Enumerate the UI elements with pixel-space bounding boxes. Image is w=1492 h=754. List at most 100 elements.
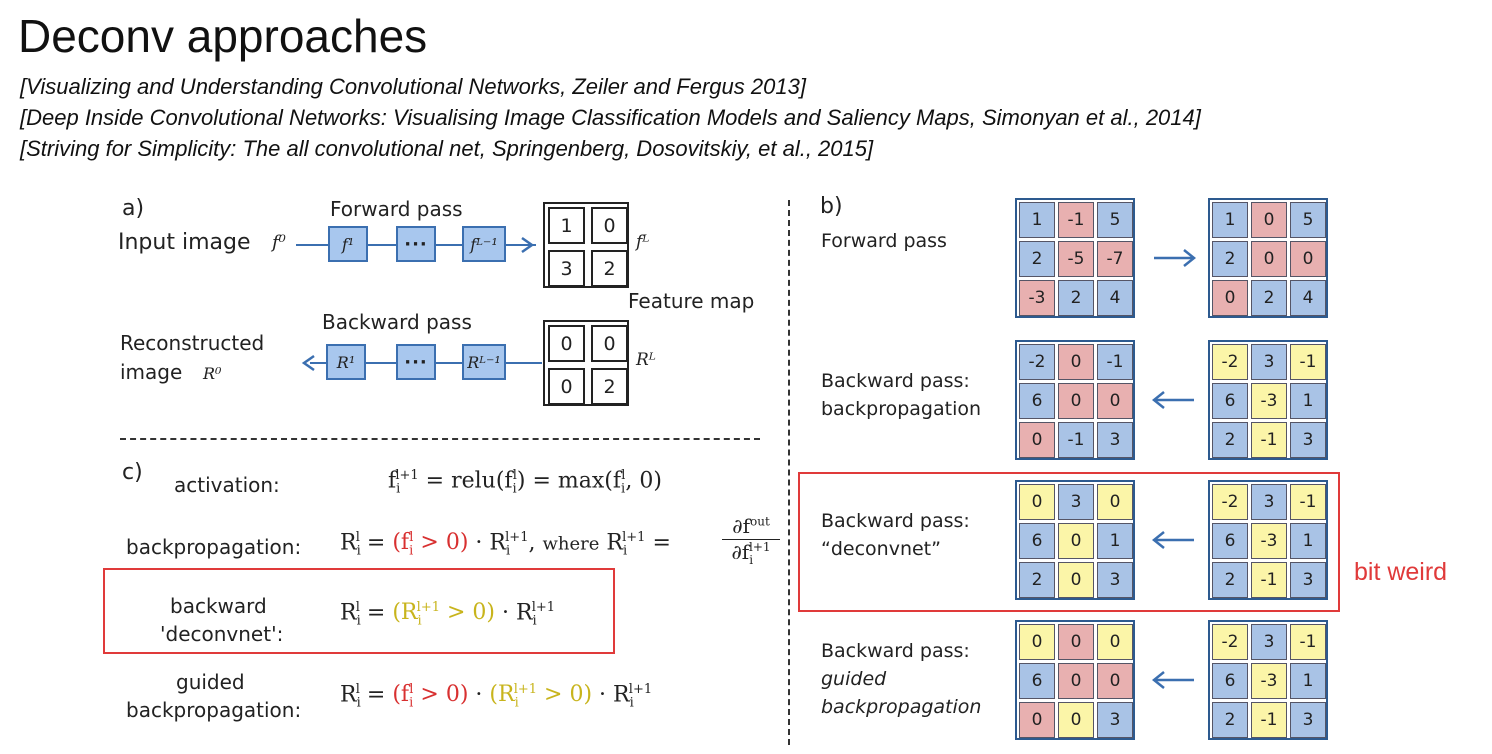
grid-cell: -3: [1251, 383, 1287, 419]
grid-cell: -1: [1251, 702, 1287, 738]
grid-cell: -7: [1097, 241, 1133, 277]
row-2-label-1: Backward pass:: [821, 370, 970, 392]
grid-cell: 3: [1251, 344, 1287, 380]
reference-3: [Striving for Simplicity: The all convol…: [20, 136, 874, 161]
grid-cell: 4: [1097, 280, 1133, 316]
grid-cell: 0: [548, 368, 585, 405]
grid-cell: 3: [1290, 562, 1326, 598]
grid-cell: 1: [1290, 383, 1326, 419]
grid-cell: 0: [548, 325, 585, 362]
grid-cell: 5: [1290, 202, 1326, 238]
grid-cell: 3: [1097, 562, 1133, 598]
arrow-left-icon: [1151, 531, 1194, 549]
row-4-label-1: Backward pass:: [821, 640, 970, 662]
deconvnet-highlight-box: [103, 568, 615, 654]
grid-cell: 5: [1097, 202, 1133, 238]
grid-cell: 6: [1019, 383, 1055, 419]
backward-feature-grid: 0 0 0 2: [543, 320, 629, 406]
grid-cell: -1: [1251, 562, 1287, 598]
grid-cell: 2: [1212, 241, 1248, 277]
guided-label-2: backpropagation:: [126, 698, 302, 722]
grid-cell: 0: [1019, 702, 1055, 738]
grid-cell: -1: [1290, 344, 1326, 380]
forward-layer-last: fᴸ⁻¹: [462, 226, 506, 262]
grid-cell: 3: [548, 250, 585, 287]
backward-layer-dots: ···: [396, 344, 436, 380]
grid-cell: -3: [1251, 663, 1287, 699]
grid-cell: 2: [1019, 241, 1055, 277]
grid-cell: 6: [1212, 383, 1248, 419]
forward-arrowhead-icon: [521, 236, 535, 254]
forward-pass-label: Forward pass: [330, 197, 463, 221]
grid-cell: 3: [1097, 702, 1133, 738]
row-3-label-1: Backward pass:: [821, 510, 970, 532]
grid-cell: 2: [1019, 562, 1055, 598]
grid-cell: -3: [1019, 280, 1055, 316]
grid-cell: -5: [1058, 241, 1094, 277]
grid-cell: -1: [1251, 422, 1287, 458]
grid-cell: -1: [1058, 422, 1094, 458]
grid-cell: -1: [1058, 202, 1094, 238]
grid-cell: -1: [1097, 344, 1133, 380]
grid-cell: 3: [1251, 624, 1287, 660]
deconvnet-label-2: 'deconvnet':: [160, 622, 284, 646]
backward-layer-last: Rᴸ⁻¹: [462, 344, 506, 380]
horizontal-divider: [120, 438, 760, 440]
guided-formula: Ril = (fil > 0) · (Ril+1 > 0) · Ril+1: [340, 682, 653, 711]
grid-cell: 2: [1212, 422, 1248, 458]
forward-layer-1: f¹: [328, 226, 368, 262]
grid-cell: -2: [1212, 344, 1248, 380]
deconvnet-label-1: backward: [170, 594, 267, 618]
panel-c-label: c): [122, 460, 143, 485]
deconvnet-row-highlight-box: [798, 472, 1340, 612]
row-1-label-1: Forward pass: [821, 230, 947, 252]
reconstructed-label: Reconstructed: [120, 331, 265, 355]
grid-cell: 6: [1019, 523, 1055, 559]
grid-cell: 6: [1019, 663, 1055, 699]
grid-cell: 0: [1058, 344, 1094, 380]
grid-cell: 1: [1097, 523, 1133, 559]
grid-cell: -2: [1212, 484, 1248, 520]
grid-cell: 0: [1097, 484, 1133, 520]
vertical-divider: [788, 200, 790, 745]
image-label: image: [120, 360, 183, 384]
grid-cell: 2: [591, 368, 628, 405]
panel-a-label: a): [122, 196, 145, 221]
grid-cell: 0: [1019, 484, 1055, 520]
grid-cell: 3: [1097, 422, 1133, 458]
activation-label: activation:: [174, 473, 280, 497]
grid-cell: 1: [1290, 663, 1326, 699]
output-symbol: fᴸ: [636, 232, 650, 252]
grid-cell: 0: [1251, 202, 1287, 238]
page-title: Deconv approaches: [18, 10, 428, 62]
grid-cell: 0: [1058, 523, 1094, 559]
deconvnet-formula: Ril = (Ril+1 > 0) · Ril+1: [340, 600, 556, 629]
grid-cell: -2: [1212, 624, 1248, 660]
partial-fraction: ∂fout ∂fil+1: [722, 514, 780, 567]
grid-cell: 3: [1290, 702, 1326, 738]
grid-cell: 2: [1251, 280, 1287, 316]
feature-map-label: Feature map: [628, 289, 755, 313]
grid-cell: -2: [1019, 344, 1055, 380]
grid-cell: 1: [548, 207, 585, 244]
grid-cell: 0: [1058, 383, 1094, 419]
backward-pass-label: Backward pass: [322, 310, 472, 334]
row-4-label-3: backpropagation: [821, 696, 982, 718]
r-output-symbol: Rᴸ: [636, 350, 656, 370]
grid-cell: 1: [1212, 202, 1248, 238]
grid-cell: 0: [591, 325, 628, 362]
grid-cell: -1: [1290, 624, 1326, 660]
grid-cell: 2: [1058, 280, 1094, 316]
grid-cell: 2: [1212, 562, 1248, 598]
grid-cell: 2: [591, 250, 628, 287]
input-symbol: f⁰: [272, 232, 286, 253]
backward-layer-1: R¹: [326, 344, 366, 380]
forward-layer-dots: ···: [396, 226, 436, 262]
grid-cell: 0: [1058, 702, 1094, 738]
